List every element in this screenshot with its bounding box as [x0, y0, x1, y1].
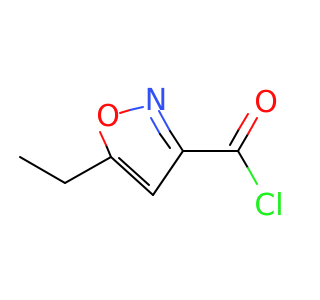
atom-label-o1: O	[96, 99, 120, 134]
bond-ethyl-ch2-c5	[64, 156, 112, 184]
bond-c4-c5	[110, 156, 154, 196]
bond-c3-c4	[152, 150, 184, 196]
atom-label-cl: Cl	[254, 188, 283, 223]
bond-ethyl-ch3-ch2	[19, 156, 66, 184]
bond-n2-c3-double-a	[150, 117, 161, 135]
bond-co-double-b	[238, 113, 249, 130]
bond-c4-c5-double	[118, 157, 150, 186]
bond-ccl-b	[247, 167, 258, 185]
bond-o1-n2-a	[119, 109, 131, 114]
bond-co-b	[247, 117, 258, 135]
bond-c5-o1-b	[99, 131, 107, 146]
bond-o1-n2-b	[129, 106, 144, 111]
atom-label-n2: N	[145, 83, 167, 118]
bond-ccl-a	[237, 150, 249, 169]
bond-n2-c3-b	[169, 130, 184, 152]
structure-diagram: O N O Cl	[19, 83, 284, 223]
bond-co-a	[237, 133, 249, 152]
bond-c5-o1-a	[105, 144, 112, 158]
bond-co-double-a	[229, 128, 240, 146]
bond-n2-c3-a	[158, 110, 171, 132]
atom-label-o-carbonyl: O	[254, 85, 278, 120]
bond-n2-c3-double-b	[159, 133, 171, 149]
